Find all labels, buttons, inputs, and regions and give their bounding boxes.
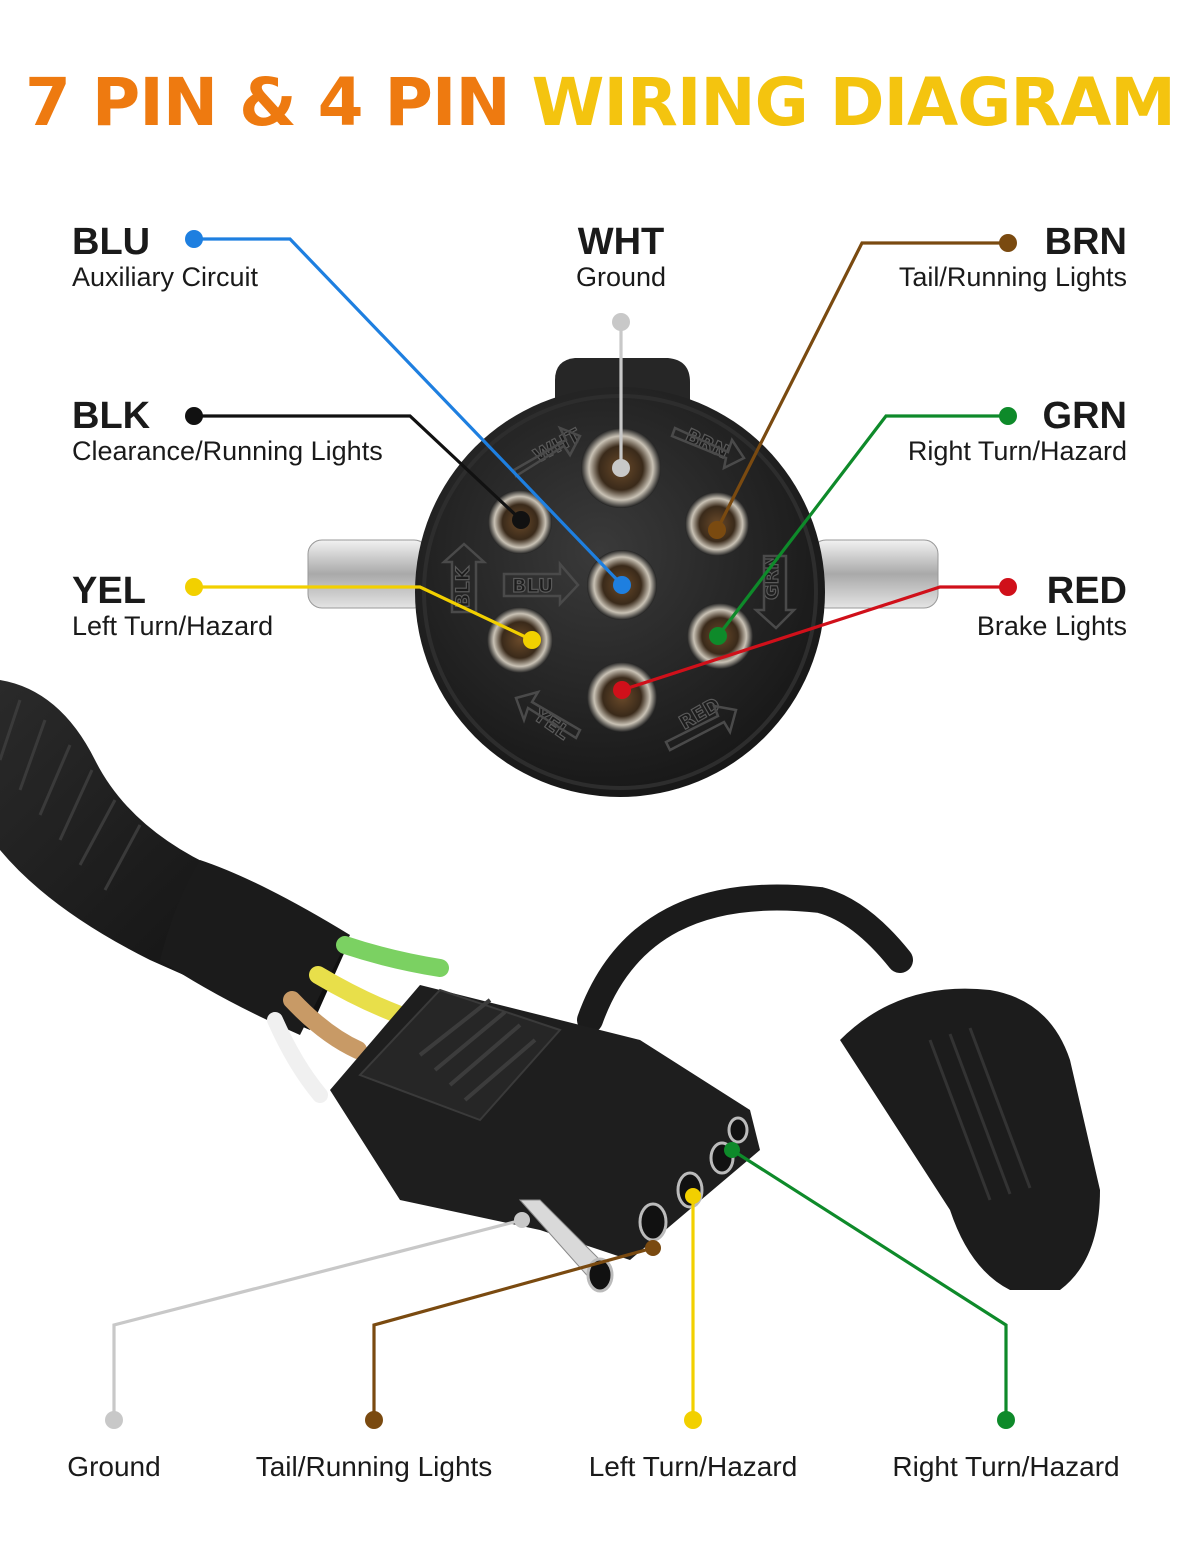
leader-red <box>621 585 1008 692</box>
four-pin-leader-dots <box>105 1142 1015 1429</box>
cable-ribs <box>0 699 142 891</box>
label-wht-code: WHT <box>577 221 665 263</box>
leader-tail <box>372 1246 654 1420</box>
label-brn: BRN Tail/Running Lights <box>899 222 1127 292</box>
label-red: RED Brake Lights <box>977 571 1127 641</box>
mount-bar-left <box>307 539 429 609</box>
title-part-2: WIRING DIAGRAM <box>531 64 1176 141</box>
leader-grn <box>716 414 1008 637</box>
grip-ribs <box>418 998 537 1102</box>
leader-right-turn <box>731 1148 1008 1420</box>
label-red-code: RED <box>1046 570 1127 612</box>
leader-yel <box>194 585 533 642</box>
leader-blu <box>194 237 624 587</box>
label-yel: YEL Left Turn/Hazard <box>72 571 273 641</box>
face-label-blu: BLU <box>512 575 553 597</box>
label-4pin-ground: Ground <box>67 1451 161 1482</box>
leader-brn <box>715 241 1008 531</box>
label-wht-desc: Ground <box>575 262 667 292</box>
label-blk: BLK Clearance/Running Lights <box>72 396 383 466</box>
label-4pin-left-turn: Left Turn/Hazard <box>588 1451 798 1482</box>
four-pin-leader-lines <box>112 1148 1008 1420</box>
label-yel-desc: Left Turn/Hazard <box>72 611 274 641</box>
leader-ground <box>112 1218 523 1420</box>
label-yel-code: YEL <box>72 570 146 612</box>
wire-yellow <box>309 966 409 1024</box>
label-grn-desc: Right Turn/Hazard <box>907 436 1127 466</box>
label-4pin-right-turn: Right Turn/Hazard <box>892 1451 1120 1482</box>
label-grn: GRN Right Turn/Hazard <box>908 396 1127 466</box>
label-blk-desc: Clearance/Running Lights <box>72 436 383 466</box>
housing-grip <box>358 988 562 1122</box>
mount-bar-right <box>811 539 939 609</box>
label-red-desc: Brake Lights <box>976 611 1127 641</box>
face-label-blk: BLK <box>452 565 474 608</box>
wire-green <box>336 936 449 977</box>
face-arrows <box>440 425 798 752</box>
wire-brown <box>283 991 367 1059</box>
dust-cap-ribs <box>928 1027 1032 1201</box>
label-4pin-tail: Tail/Running Lights <box>255 1451 493 1482</box>
label-grn-code: GRN <box>1042 395 1127 437</box>
dust-cap <box>840 988 1100 1290</box>
label-blu: BLU Auxiliary Circuit <box>72 222 258 292</box>
label-wht: WHT Ground <box>521 222 721 292</box>
cap-strap <box>577 884 913 1033</box>
label-blu-desc: Auxiliary Circuit <box>72 262 259 292</box>
wire-white <box>267 1012 328 1103</box>
leader-blk <box>194 414 523 522</box>
page-title: 7 PIN & 4 PIN WIRING DIAGRAM <box>0 64 1200 141</box>
face-label-grn: GRN <box>761 554 783 600</box>
socket-yel <box>487 607 553 673</box>
label-brn-desc: Tail/Running Lights <box>898 262 1127 292</box>
seven-pin-leader-dots <box>185 230 1017 699</box>
label-brn-code: BRN <box>1044 221 1127 263</box>
four-pin-harness <box>0 680 1100 1293</box>
four-pin-sockets <box>586 1116 749 1293</box>
title-part-1: 7 PIN & 4 PIN <box>25 64 532 141</box>
seven-pin-leader-lines <box>194 237 1008 692</box>
label-blk-code: BLK <box>72 395 151 437</box>
label-blu-code: BLU <box>72 221 151 263</box>
heat-shrink <box>160 860 350 1035</box>
